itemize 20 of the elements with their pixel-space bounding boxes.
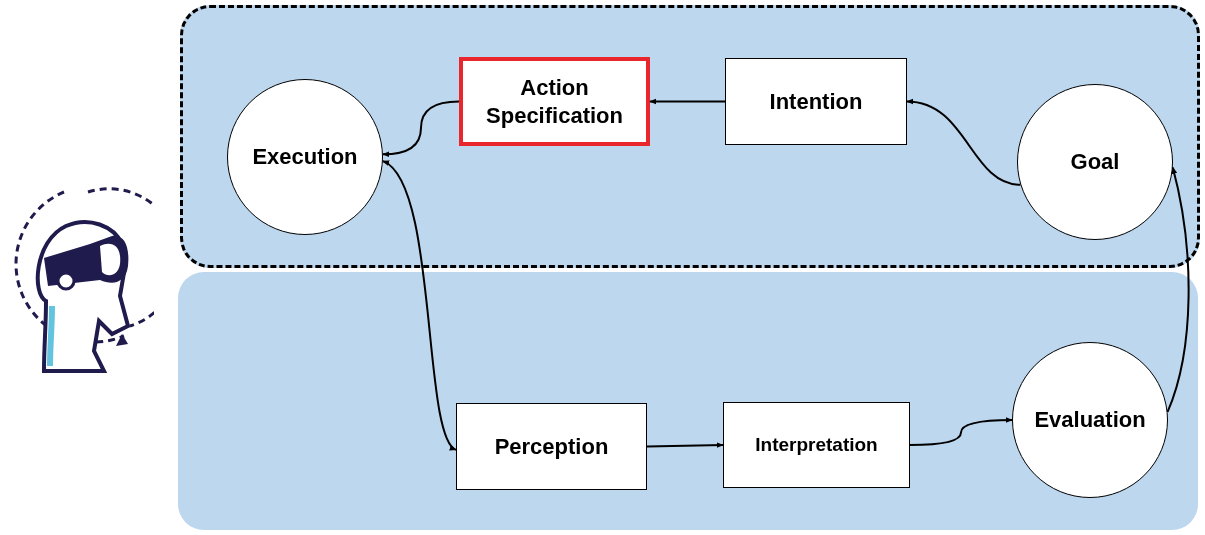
process-box	[723, 402, 910, 488]
node-label: Interpretation	[754, 433, 879, 457]
node-label: Evaluation	[1033, 406, 1147, 434]
arrow	[646, 442, 724, 448]
arrow	[1166, 166, 1190, 413]
node-label: Intention	[768, 87, 864, 116]
arrow	[906, 99, 1022, 186]
dashed-band	[180, 5, 1200, 268]
node-label: Perception	[493, 432, 610, 461]
process-box	[725, 58, 907, 145]
band	[178, 272, 1198, 530]
arrow	[909, 417, 1013, 446]
arrow	[649, 98, 726, 105]
arrow	[381, 100, 460, 157]
arrow	[381, 160, 457, 451]
node-label: Goal	[1069, 148, 1121, 176]
process-box	[456, 403, 647, 490]
highlighted-box	[459, 57, 650, 146]
node-label: Execution	[251, 143, 359, 171]
node-label: Action Specification	[485, 74, 624, 129]
